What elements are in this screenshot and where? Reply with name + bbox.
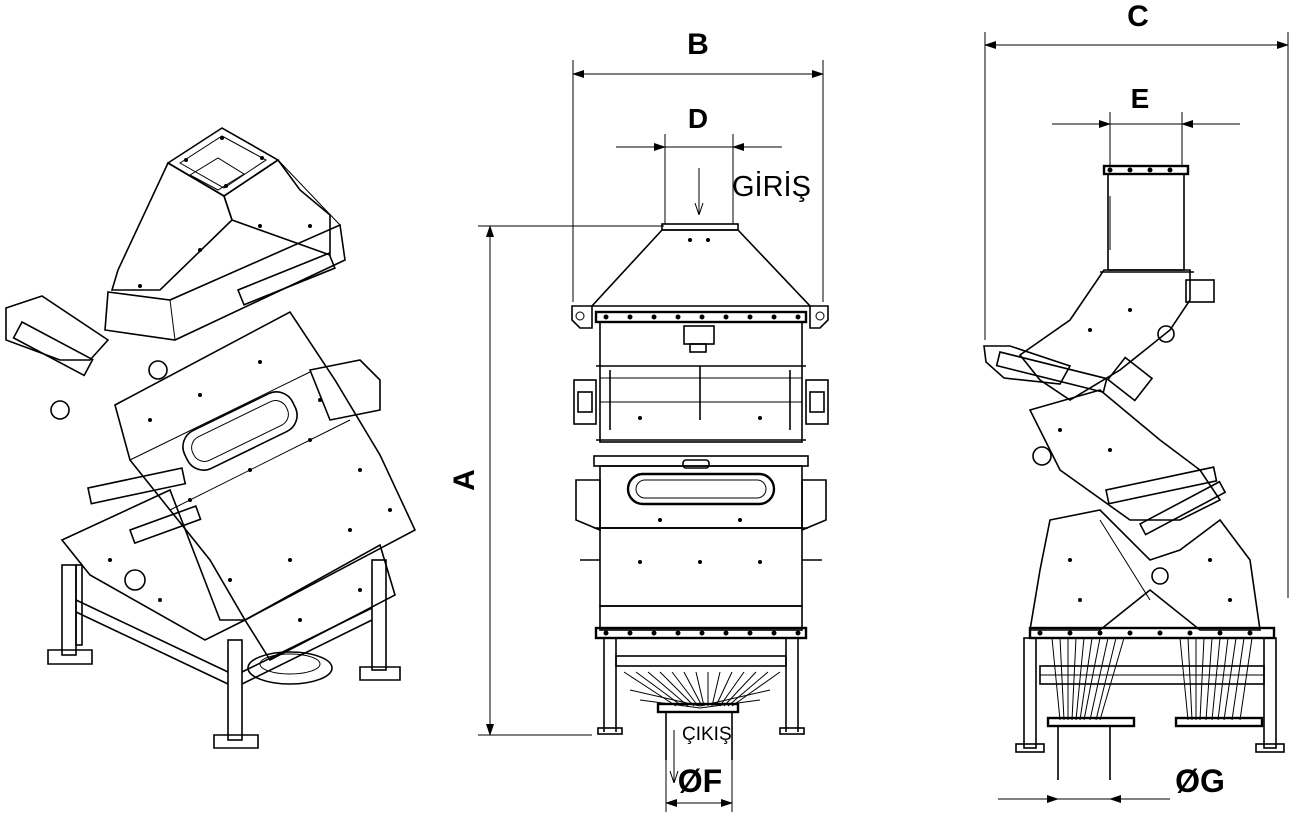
dimension-d — [616, 134, 782, 224]
dim-label-e: E — [1131, 83, 1150, 114]
dimension-c — [984, 32, 1289, 598]
side-view — [983, 164, 1285, 780]
dim-label-g: ØG — [1175, 763, 1225, 799]
dimension-e — [1052, 112, 1240, 166]
dimension-f — [665, 760, 733, 812]
dimension-b — [572, 60, 824, 302]
outlet-brush — [623, 671, 781, 709]
dim-label-c: C — [1127, 0, 1149, 33]
outlet-brushes — [1051, 637, 1253, 721]
outlet-label: ÇIKIŞ — [682, 724, 732, 745]
frame-legs — [47, 559, 401, 749]
inlet-label: GİRİŞ — [732, 170, 811, 203]
dim-label-a: A — [448, 469, 481, 491]
dim-label-d: D — [688, 103, 708, 134]
isometric-view — [5, 127, 417, 749]
dimension-a — [478, 225, 664, 736]
dim-label-b: B — [687, 28, 709, 61]
dim-label-f: ØF — [678, 763, 722, 799]
front-view — [571, 223, 829, 760]
